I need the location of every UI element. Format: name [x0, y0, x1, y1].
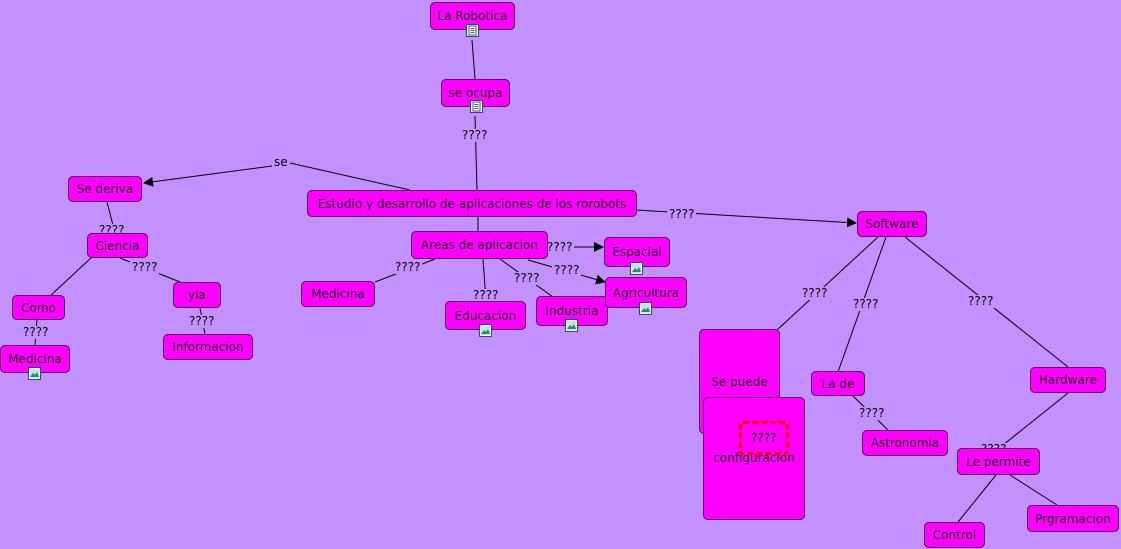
node-label: Estudio y desarrollo de aplicaciones de …	[317, 196, 627, 211]
link-label-lepermite[interactable]: ????	[979, 443, 1009, 448]
node-estudio[interactable]: Estudio y desarrollo de aplicaciones de …	[307, 190, 637, 217]
image-icon[interactable]	[565, 319, 578, 332]
node-label: La Robotica	[437, 9, 508, 23]
link-label-agricultura[interactable]: ????	[552, 263, 582, 277]
link-label-sepuede[interactable]: ????	[800, 286, 830, 300]
node-medicina-mid[interactable]: Medicina	[301, 281, 375, 307]
node-areas[interactable]: Areas de aplicacion	[411, 231, 548, 259]
document-icon[interactable]	[466, 24, 479, 37]
node-software[interactable]: Software	[857, 211, 927, 237]
document-icon[interactable]	[470, 100, 483, 113]
link-label-top[interactable]: ????	[460, 128, 490, 142]
node-label: Medicina	[8, 352, 62, 366]
node-label: La de	[821, 376, 855, 391]
line-seocupa-estudio	[474, 115, 478, 191]
line-robotica-seocupa	[471, 39, 476, 80]
node-label: Industria	[545, 304, 599, 318]
node-label: Agricultura	[612, 285, 680, 300]
node-control[interactable]: Control	[924, 522, 985, 548]
image-icon[interactable]	[28, 367, 41, 380]
node-la-de[interactable]: La de	[811, 371, 865, 396]
link-label-educacion[interactable]: ????	[471, 288, 501, 302]
link-label-astronomia[interactable]: ????	[857, 406, 887, 420]
node-label: Informacion	[172, 340, 244, 354]
link-label-selected[interactable]: ????	[751, 431, 777, 445]
link-label-hardware[interactable]: ????	[966, 294, 996, 308]
node-como[interactable]: Como	[12, 295, 65, 320]
line-ciencia-como	[49, 256, 93, 297]
node-label: Software	[865, 217, 919, 231]
node-label: Areas de aplicacion	[421, 238, 538, 252]
node-label: Medicina	[311, 287, 365, 301]
line-hardware-lepermite	[997, 392, 1069, 450]
link-label-yla[interactable]: ????	[187, 314, 217, 328]
link-label-industria[interactable]: ????	[512, 271, 542, 285]
node-astronomia[interactable]: Astronomia	[862, 430, 948, 456]
node-prgramacion[interactable]: Prgramacion	[1027, 505, 1119, 532]
link-label-espacial[interactable]: ????	[545, 240, 575, 254]
node-label: Control	[932, 528, 977, 542]
line-estudio-se	[289, 162, 411, 191]
link-label-software[interactable]: ????	[667, 207, 697, 221]
link-label-lade[interactable]: ????	[851, 297, 881, 311]
node-label: Prgramacion	[1035, 511, 1111, 526]
node-label: Educacion	[454, 308, 517, 323]
node-label: Hardware	[1039, 373, 1097, 387]
node-label: Se puede	[711, 374, 768, 389]
link-label-como[interactable]: ????	[21, 325, 51, 339]
node-hardware[interactable]: Hardware	[1030, 367, 1106, 393]
node-label: Se deriva	[76, 182, 134, 196]
node-configuracion[interactable]: configuracion	[703, 397, 805, 520]
node-label: Astronomia	[870, 436, 940, 450]
node-informacion[interactable]: Informacion	[163, 334, 253, 360]
node-label: yla	[188, 288, 206, 302]
node-yla[interactable]: yla	[173, 282, 221, 308]
node-label: se ocupa	[448, 86, 503, 100]
line-se-sederiva	[143, 165, 273, 187]
node-label: Como	[21, 300, 56, 315]
link-label-ciencia-b[interactable]: ????	[130, 260, 160, 274]
node-label: Espacial	[612, 245, 662, 259]
line-lepermite-prgramacion	[1009, 474, 1058, 506]
selection-outline	[739, 421, 789, 455]
node-le-permite[interactable]: Le permite	[957, 448, 1040, 475]
link-label-se[interactable]: se	[272, 155, 290, 169]
node-label: Ciencia	[95, 238, 140, 253]
link-label-medicina[interactable]: ????	[393, 260, 423, 274]
image-icon[interactable]	[479, 324, 492, 337]
line-software-sepuede	[776, 236, 879, 331]
line-lepermite-control	[957, 474, 997, 523]
node-ciencia[interactable]: Ciencia	[87, 233, 148, 258]
image-icon[interactable]	[630, 262, 643, 275]
image-icon[interactable]	[639, 302, 652, 315]
node-label: Le permite	[966, 454, 1031, 469]
node-se-deriva[interactable]: Se deriva	[68, 176, 142, 202]
